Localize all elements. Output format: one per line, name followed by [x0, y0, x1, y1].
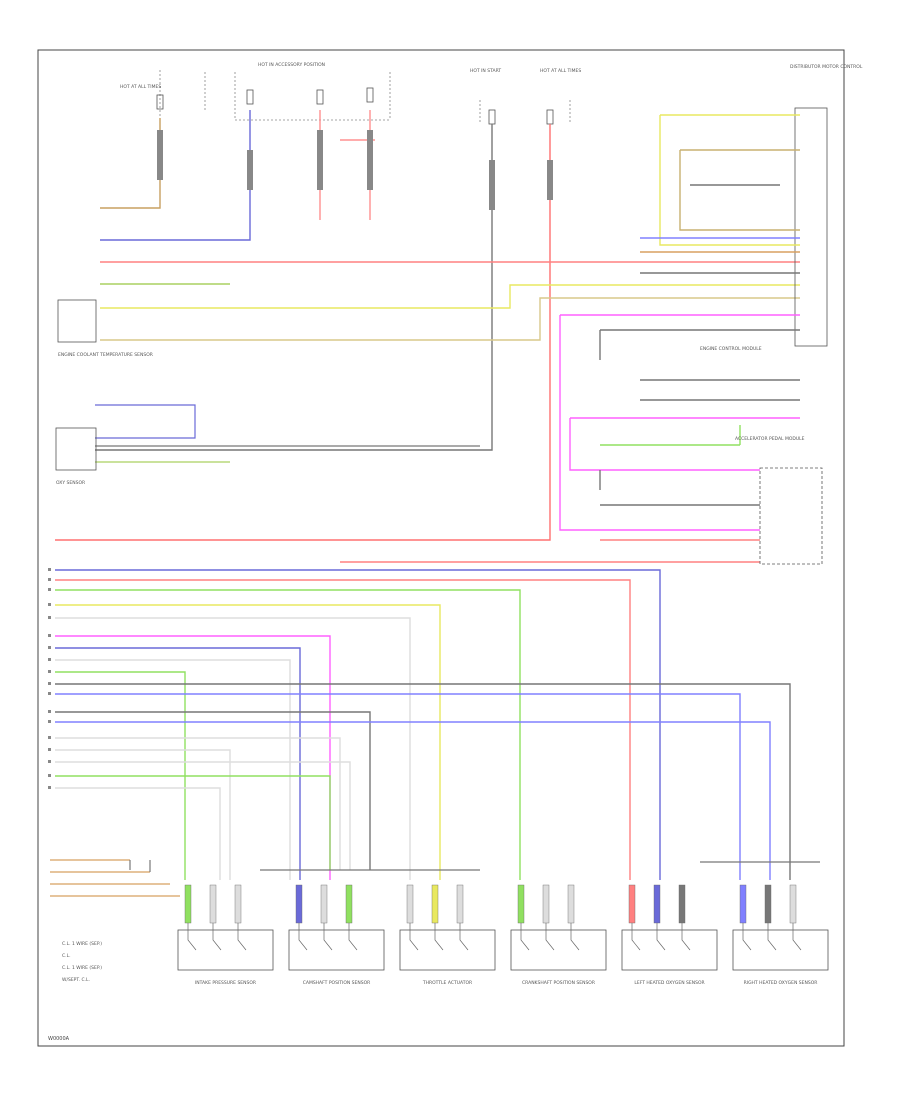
component-pin-lead: [631, 923, 641, 951]
component-pin-lead: [792, 923, 802, 951]
bottom-components: INTAKE PRESSURE SENSOR CAMSHAFT POSITION …: [177, 884, 829, 986]
legend: C.L. 1 WIRE (SEP.) C.L. C.L. 1 WIRE (SEP…: [62, 941, 102, 983]
left-module-label: ENGINE COOLANT TEMPERATURE SENSOR: [58, 352, 153, 358]
right-module-wires: [340, 114, 800, 563]
component-pin: [456, 884, 464, 924]
oxy-sensor-block: [95, 404, 480, 463]
component-pin: [345, 884, 353, 924]
footer-code: W0000A: [48, 1036, 70, 1042]
legend-item-1: C.L. 1 WIRE (SEP.): [62, 941, 102, 947]
component-pin: [295, 884, 303, 924]
component-pin-lead: [237, 923, 247, 951]
component-pin: [678, 884, 686, 924]
fuse-label-mid: HOT IN ACCESSORY POSITION: [258, 62, 325, 68]
component-box-4: [510, 929, 607, 971]
component-pin: [567, 884, 575, 924]
component-label-2: CAMSHAFT POSITION SENSOR: [303, 980, 371, 986]
component-pin: [209, 884, 217, 924]
component-label-5: LEFT HEATED OXYGEN SENSOR: [634, 980, 704, 986]
component-pin-lead: [298, 923, 308, 951]
component-pin-lead: [570, 923, 580, 951]
component-pin-lead: [212, 923, 222, 951]
component-pin-lead: [323, 923, 333, 951]
right-lower-module-label: ACCELERATOR PEDAL MODULE: [735, 436, 805, 442]
diagram-border: [37, 49, 845, 1047]
component-box-5: [621, 929, 718, 971]
component-pin-lead: [348, 923, 358, 951]
left-module-wires: [100, 261, 800, 341]
component-pin: [406, 884, 414, 924]
legend-item-3: C.L. 1 WIRE (SEP.): [62, 965, 102, 971]
fuse-label-right: HOT AT ALL TIMES: [540, 68, 581, 74]
component-pin: [739, 884, 747, 924]
component-pin-lead: [520, 923, 530, 951]
accel-pedal-box: [759, 467, 823, 565]
component-pin: [184, 884, 192, 924]
component-pin-lead: [187, 923, 197, 951]
component-pin: [234, 884, 242, 924]
component-label-6: RIGHT HEATED OXYGEN SENSOR: [744, 980, 818, 986]
component-box-6: [732, 929, 829, 971]
component-pin: [320, 884, 328, 924]
component-label-1: INTAKE PRESSURE SENSOR: [195, 980, 256, 986]
harness-pin-labels: [48, 568, 51, 789]
fuse-label-connectors: [157, 130, 553, 210]
component-pin: [764, 884, 772, 924]
fuse-label-left: HOT AT ALL TIMES: [120, 84, 161, 90]
right-module-box: [794, 107, 828, 347]
oxy-sensor-box: [55, 427, 97, 471]
component-label-4: CRANKSHAFT POSITION SENSOR: [522, 980, 595, 986]
component-pin: [542, 884, 550, 924]
component-pin: [653, 884, 661, 924]
relay-label-right: DISTRIBUTOR MOTOR CONTROL: [790, 64, 863, 70]
main-harness-wires: [55, 569, 791, 880]
component-box-2: [288, 929, 385, 971]
component-pin-lead: [681, 923, 691, 951]
component-box-1: [177, 929, 274, 971]
legend-item-4: W/SEPT. C.L.: [62, 977, 90, 983]
component-box-3: [399, 929, 496, 971]
component-pin-lead: [434, 923, 444, 951]
fuse-feed-wires: [55, 110, 551, 541]
left-sensor-label: OXY SENSOR: [56, 480, 85, 486]
legend-item-2: C.L.: [62, 953, 71, 959]
component-pin: [431, 884, 439, 924]
fuse-block-top: HOT AT ALL TIMES HOT IN ACCESSORY POSITI…: [120, 62, 863, 122]
ground-splices: [50, 859, 820, 897]
component-pin-lead: [742, 923, 752, 951]
component-pin-lead: [459, 923, 469, 951]
component-pin: [517, 884, 525, 924]
fuse-symbols: [156, 87, 554, 125]
component-pin: [789, 884, 797, 924]
component-label-3: THROTTLE ACTUATOR: [422, 980, 472, 986]
right-module-label: ENGINE CONTROL MODULE: [700, 346, 762, 352]
component-pin: [628, 884, 636, 924]
component-pin-lead: [656, 923, 666, 951]
component-pin-lead: [767, 923, 777, 951]
coolant-sensor-box: [57, 299, 97, 343]
fuse-label-center: HOT IN START: [470, 68, 501, 74]
component-pin-lead: [545, 923, 555, 951]
component-pin-lead: [409, 923, 419, 951]
